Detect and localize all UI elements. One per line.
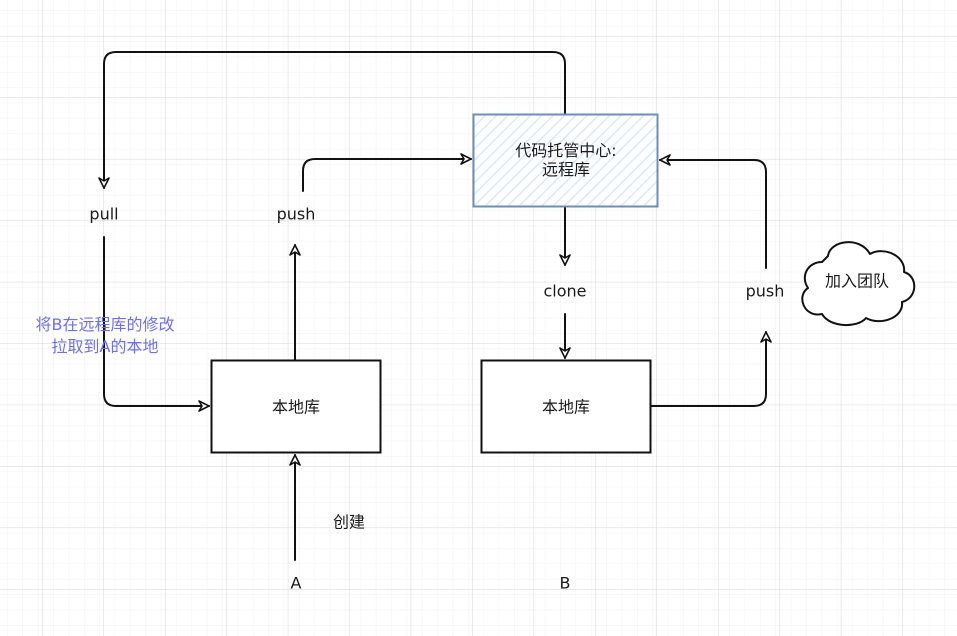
pull-label: pull	[89, 204, 119, 224]
edge-pull-to-local-a[interactable]	[103, 236, 210, 412]
push-b-label: push	[745, 281, 785, 301]
push-a-label: push	[276, 204, 316, 224]
remote-repo-subtitle: 远程库	[541, 160, 590, 179]
pull-note-line2: 拉取到A的本地	[51, 337, 159, 356]
actor-b-label: B	[559, 573, 571, 593]
cloud-label: 加入团队	[824, 271, 890, 291]
local-repo-b-label: 本地库	[541, 397, 591, 417]
cloud-shape[interactable]	[801, 241, 916, 326]
remote-repo-label: 代码托管中心: 远程库	[515, 141, 616, 179]
edge-local-b-push[interactable]	[650, 331, 772, 407]
local-repo-a-box[interactable]	[210, 359, 382, 454]
pull-note-line1: 将B在远程库的修改	[35, 315, 175, 334]
clone-label: clone	[543, 281, 587, 301]
local-repo-a-label: 本地库	[271, 397, 321, 417]
create-label: 创建	[332, 512, 366, 532]
remote-repo-box[interactable]	[472, 113, 659, 208]
edge-push-b-to-remote[interactable]	[659, 154, 767, 269]
edge-pull-from-remote[interactable]	[98, 51, 566, 189]
remote-repo-title: 代码托管中心:	[515, 140, 617, 160]
local-repo-b-box[interactable]	[480, 359, 652, 454]
edge-push-a-to-remote[interactable]	[302, 153, 472, 192]
pull-note: 将B在远程库的修改 拉取到A的本地	[10, 314, 200, 358]
actor-a-label: A	[290, 573, 302, 593]
